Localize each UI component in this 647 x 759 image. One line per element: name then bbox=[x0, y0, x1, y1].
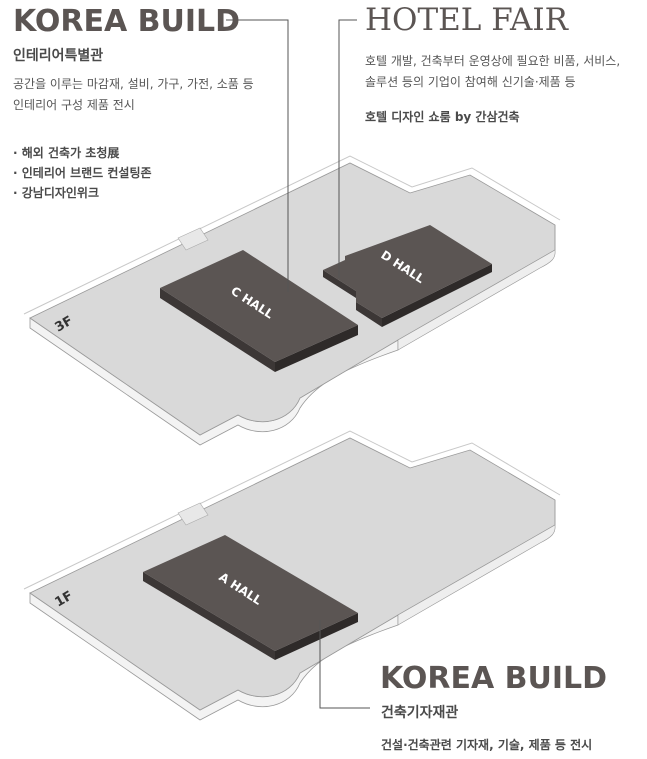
korea-build-1f-title: KOREA BUILD bbox=[380, 661, 608, 696]
korea-build-3f-desc-line2: 인테리어 구성 제품 전시 bbox=[13, 98, 135, 112]
hotel-fair-highlight: 호텔 디자인 쇼룸 by 간삼건축 bbox=[365, 110, 520, 124]
hotel-fair-desc-line1: 호텔 개발, 건축부터 운영상에 필요한 비품, 서비스, bbox=[365, 54, 621, 68]
hotel-fair-desc-line2: 솔루션 등의 기업이 참여해 신기술·제품 등 bbox=[365, 75, 576, 89]
korea-build-1f-subtitle: 건축기자재관 bbox=[381, 705, 459, 721]
c-hall-block bbox=[160, 250, 358, 372]
korea-build-3f-desc-line1: 공간을 이루는 마감재, 설비, 가구, 가전, 소품 등 bbox=[13, 77, 254, 91]
d-hall-block bbox=[323, 225, 492, 327]
korea-build-3f-description: 공간을 이루는 마감재, 설비, 가구, 가전, 소품 등 인테리어 구성 제품… bbox=[13, 74, 293, 116]
hotel-fair-description: 호텔 개발, 건축부터 운영상에 필요한 비품, 서비스, 솔루션 등의 기업이… bbox=[365, 51, 647, 93]
bullet-item: · 해외 건축가 초청展 bbox=[13, 146, 120, 160]
bullet-item: · 강남디자인위크 bbox=[13, 186, 100, 200]
a-hall-block bbox=[143, 535, 358, 660]
hotel-fair-leader bbox=[338, 19, 357, 278]
korea-build-1f-description: 건설·건축관련 기자재, 기술, 제품 등 전시 bbox=[381, 738, 593, 752]
korea-build-3f-bullets: · 해외 건축가 초청展 · 인테리어 브랜드 컨설팅존 · 강남디자인위크 bbox=[13, 143, 152, 203]
korea-build-3f-subtitle: 인테리어특별관 bbox=[13, 48, 104, 64]
korea-build-1f-leader bbox=[319, 620, 370, 709]
floor-1f bbox=[23, 430, 561, 721]
floor-1f-top bbox=[29, 437, 556, 711]
hotel-fair-title: HOTEL FAIR bbox=[365, 2, 568, 38]
korea-build-3f-title: KOREA BUILD bbox=[13, 4, 241, 39]
korea-build-3f-leader bbox=[226, 19, 289, 292]
bullet-item: · 인테리어 브랜드 컨설팅존 bbox=[13, 166, 152, 180]
